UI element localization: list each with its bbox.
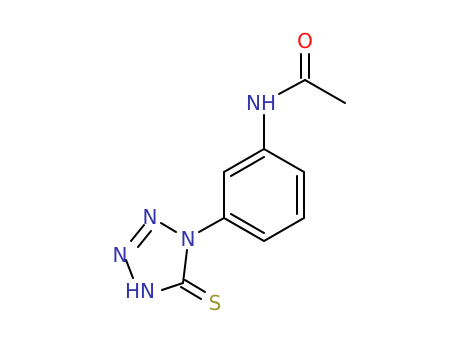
bond-thione-1 [180,286,202,300]
atom-labels: O NH N N N HN S [113,29,313,315]
bonds [125,53,346,300]
sulfur-atom-label: S [209,291,222,315]
bond-n2-n3-2 [137,230,152,248]
bond-ring-tetrazole [198,217,225,233]
bond-ring-c3-c4 [263,217,305,242]
bond-thione-2 [184,279,206,293]
tetrazole-n1-atom-label: N [181,227,196,251]
bond-ring-c4-c5 [223,217,265,242]
bond-n4-c5 [161,282,184,291]
amide-nh-atom-label: NH [246,91,276,115]
bond-ring-c1-c2 [263,148,305,173]
bond-carbonyl-nh [278,79,306,95]
bond-n1-n2 [160,222,177,233]
oxygen-atom-label: O [297,29,313,53]
tetrazole-n3-atom-label: N [113,243,128,267]
bond-ring-c6-c1 [223,148,265,173]
tetrazole-n2-atom-label: N [143,205,158,229]
bond-n2-n3-1 [130,224,145,242]
bond-carbonyl-methyl [304,79,346,104]
tetrazole-hn-atom-label: HN [125,279,155,303]
bond-n3-n4 [125,259,134,279]
bond-ring-c4-c5-inner [230,213,265,234]
bond-c5-n1 [182,249,188,284]
bond-ring-c6-c1-inner [230,156,265,177]
